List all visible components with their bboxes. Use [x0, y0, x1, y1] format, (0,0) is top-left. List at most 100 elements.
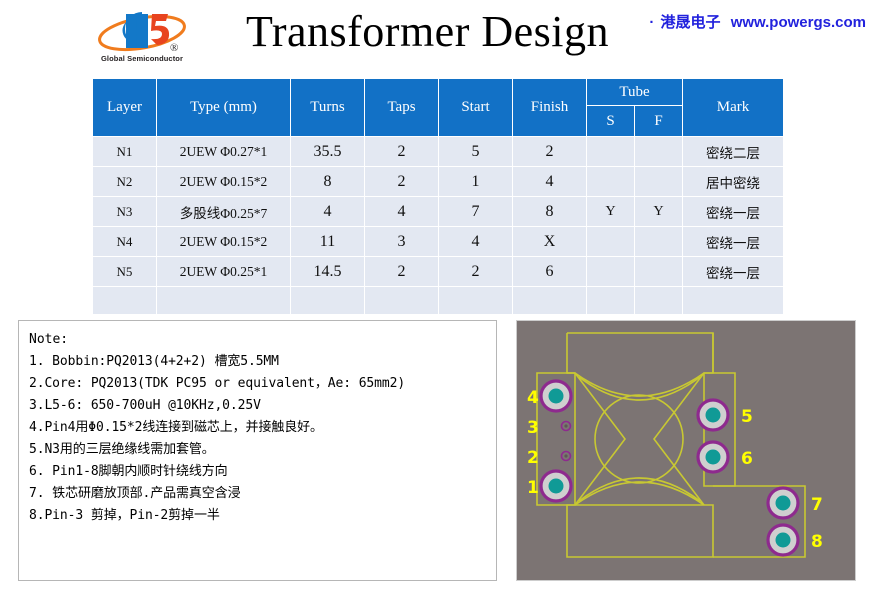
- page-title: Transformer Design: [246, 7, 609, 56]
- cell-finish: X: [513, 227, 586, 256]
- cell-turns: 11: [291, 227, 364, 256]
- notes-panel: Note: 1. Bobbin:PQ2013(4+2+2) 槽宽5.5MM 2.…: [18, 320, 497, 581]
- bobbin-pinout-diagram: 4 3 2 1 5: [516, 320, 856, 581]
- cell-start: 7: [439, 197, 512, 226]
- column-header-start: Start: [439, 79, 512, 136]
- logo-caption: Global Semiconductor: [100, 54, 183, 63]
- table-row[interactable]: N2 2UEW Φ0.15*2 8 2 1 4 居中密绕: [93, 167, 784, 196]
- cell-layer: N2: [93, 167, 156, 196]
- cell-mark: [683, 287, 784, 314]
- cell-type: 2UEW Φ0.15*2: [157, 167, 290, 196]
- cell-tube-s: [587, 227, 634, 256]
- cell-layer: N1: [93, 137, 156, 166]
- note-item-3: 3.L5-6: 650-700uH @10KHz,0.25V: [29, 398, 261, 413]
- cell-mark: 密绕一层: [683, 257, 784, 286]
- registered-trademark-icon: ®: [170, 42, 178, 54]
- table-row[interactable]: N5 2UEW Φ0.25*1 14.5 2 2 6 密绕一层: [93, 257, 784, 286]
- cell-taps: 3: [365, 227, 438, 256]
- bobbin-outline: [536, 332, 806, 558]
- cell-layer: N5: [93, 257, 156, 286]
- table-row[interactable]: N1 2UEW Φ0.27*1 35.5 2 5 2 密绕二层: [93, 137, 784, 166]
- cell-taps: 2: [365, 167, 438, 196]
- cell-tube-f: [635, 137, 683, 166]
- cell-tube-s: Y: [587, 197, 634, 226]
- column-header-finish: Finish: [513, 79, 586, 136]
- cell-layer: N3: [93, 197, 156, 226]
- cell-start: 5: [439, 137, 512, 166]
- table-header-row-2: S F: [93, 106, 783, 136]
- brand-website-url[interactable]: www.powergs.com: [730, 14, 866, 31]
- table-header: Layer Type (mm) Turns Taps Start Finish …: [93, 79, 784, 136]
- column-header-mark: Mark: [683, 79, 784, 136]
- cell-tube-s: [587, 257, 634, 286]
- column-header-tube-s: S: [587, 106, 634, 136]
- pin-8[interactable]: [766, 523, 800, 557]
- pin-6[interactable]: [696, 440, 730, 474]
- cell-tube-s: [587, 287, 634, 314]
- pin-label-6: 6: [741, 449, 753, 469]
- cell-finish: 2: [513, 137, 586, 166]
- company-logo: ® Global Semiconductor: [96, 6, 188, 72]
- pin-1[interactable]: [539, 469, 573, 503]
- cell-taps: 2: [365, 137, 438, 166]
- cell-layer: [93, 287, 156, 314]
- pin-label-5: 5: [741, 407, 753, 427]
- cell-finish: 6: [513, 257, 586, 286]
- pin-label-7: 7: [811, 495, 823, 515]
- cell-turns: 4: [291, 197, 364, 226]
- pin-2[interactable]: [560, 450, 572, 462]
- cell-start: 4: [439, 227, 512, 256]
- pin-label-4: 4: [527, 388, 539, 408]
- page-header: ® Global Semiconductor Transformer Desig…: [0, 0, 872, 74]
- table-row-empty[interactable]: [93, 287, 784, 314]
- table-row[interactable]: N3 多股线Φ0.25*7 4 4 7 8 Y Y 密绕一层: [93, 197, 784, 226]
- cell-taps: 2: [365, 257, 438, 286]
- note-item-8: 8.Pin-3 剪掉，Pin-2剪掉一半: [29, 508, 220, 523]
- column-header-tube: Tube: [587, 79, 683, 105]
- cell-turns: 35.5: [291, 137, 364, 166]
- note-item-4: 4.Pin4用Φ0.15*2线连接到磁芯上，并接触良好。: [29, 420, 323, 435]
- cell-type: 2UEW Φ0.15*2: [157, 227, 290, 256]
- note-item-7: 7. 铁芯研磨放顶部.产品需真空含浸: [29, 486, 241, 501]
- pin-4[interactable]: [539, 379, 573, 413]
- pin-label-2: 2: [527, 448, 539, 468]
- cell-tube-s: [587, 167, 634, 196]
- note-item-1: 1. Bobbin:PQ2013(4+2+2) 槽宽5.5MM: [29, 354, 279, 369]
- cell-finish: 4: [513, 167, 586, 196]
- pin-7[interactable]: [766, 486, 800, 520]
- cell-mark: 密绕一层: [683, 197, 784, 226]
- cell-start: [439, 287, 512, 314]
- cell-type: 2UEW Φ0.25*1: [157, 257, 290, 286]
- cell-tube-f: [635, 287, 683, 314]
- table-row[interactable]: N4 2UEW Φ0.15*2 11 3 4 X 密绕一层: [93, 227, 784, 256]
- column-header-taps: Taps: [365, 79, 438, 136]
- table-header-row-1: Layer Type (mm) Turns Taps Start Finish …: [93, 79, 784, 136]
- logo-mark-icon: ®: [98, 12, 186, 54]
- cell-finish: [513, 287, 586, 314]
- cell-finish: 8: [513, 197, 586, 226]
- cell-tube-f: Y: [635, 197, 683, 226]
- pin-5[interactable]: [696, 398, 730, 432]
- column-header-layer: Layer: [93, 79, 156, 136]
- cell-tube-s: [587, 137, 634, 166]
- cell-tube-f: [635, 257, 683, 286]
- bobbin-drawing: 4 3 2 1 5: [517, 321, 855, 580]
- cell-turns: 14.5: [291, 257, 364, 286]
- note-item-5: 5.N3用的三层绝缘线需加套管。: [29, 442, 215, 457]
- brand-separator: ·: [649, 14, 655, 31]
- pin-3[interactable]: [560, 420, 572, 432]
- cell-type: 多股线Φ0.25*7: [157, 197, 290, 226]
- pin-label-3: 3: [527, 418, 539, 438]
- winding-spec-table: Layer Type (mm) Turns Taps Start Finish …: [92, 78, 785, 315]
- column-header-turns: Turns: [291, 79, 364, 136]
- notes-heading: Note:: [29, 332, 69, 347]
- cell-turns: 8: [291, 167, 364, 196]
- cell-mark: 密绕一层: [683, 227, 784, 256]
- column-header-tube-f: F: [635, 106, 683, 136]
- brand-website-line: · 港晟电子 www.powergs.com: [649, 11, 866, 32]
- cell-start: 2: [439, 257, 512, 286]
- cell-taps: [365, 287, 438, 314]
- cell-taps: 4: [365, 197, 438, 226]
- cell-type: [157, 287, 290, 314]
